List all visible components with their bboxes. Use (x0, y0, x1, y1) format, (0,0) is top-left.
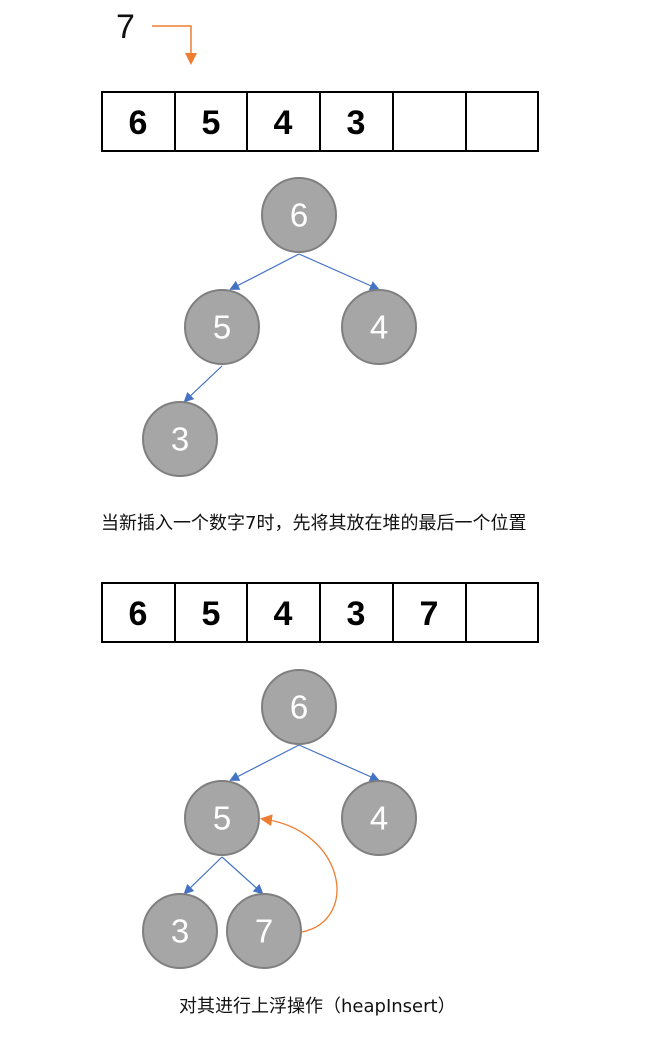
tree-edge (229, 253, 300, 290)
node-value: 4 (370, 309, 388, 346)
tree-edge (221, 856, 264, 895)
tree-edge (229, 744, 300, 781)
tree-node: 4 (341, 289, 417, 365)
caption-step1: 当新插入一个数字7时，先将其放在堆的最后一个位置 (101, 513, 526, 534)
tree-node: 5 (184, 780, 260, 856)
array-before: 6 5 4 3 (101, 91, 539, 152)
insert-arrow-icon (152, 25, 197, 65)
tree-node: 3 (142, 401, 218, 477)
array-cell: 4 (274, 595, 293, 633)
node-value: 6 (290, 197, 308, 234)
tree-after: 6 5 4 3 7 (142, 669, 417, 969)
caption-step2: 对其进行上浮操作（heapInsert） (179, 996, 456, 1017)
array-cell: 3 (347, 595, 366, 633)
tree-before: 6 5 4 3 (142, 177, 417, 477)
array-cell: 5 (202, 104, 221, 142)
array-cell: 3 (347, 104, 366, 142)
tree-node: 7 (226, 893, 302, 969)
tree-node: 3 (142, 893, 218, 969)
node-value: 5 (213, 800, 231, 837)
node-value: 4 (370, 800, 388, 837)
array-cell: 7 (420, 595, 439, 633)
node-value: 3 (171, 913, 189, 950)
array-cell: 6 (129, 104, 148, 142)
tree-edge (298, 744, 380, 782)
array-cell: 5 (202, 595, 221, 633)
tree-after-edges (183, 744, 380, 895)
tree-node: 6 (261, 669, 337, 745)
node-value: 5 (213, 309, 231, 346)
node-value: 7 (255, 913, 273, 950)
tree-edge (298, 253, 380, 291)
node-value: 3 (171, 421, 189, 458)
tree-before-edges (183, 253, 380, 403)
sift-up-arrow-icon (260, 814, 338, 933)
tree-node: 4 (341, 780, 417, 856)
tree-node: 6 (261, 177, 337, 253)
array-cell: 4 (274, 104, 293, 142)
array-after: 6 5 4 3 7 (101, 582, 539, 643)
tree-edge (183, 856, 223, 895)
tree-node: 5 (184, 289, 260, 365)
array-cell: 6 (129, 595, 148, 633)
incoming-number: 7 (116, 8, 135, 46)
tree-edge (183, 365, 223, 403)
node-value: 6 (290, 689, 308, 726)
